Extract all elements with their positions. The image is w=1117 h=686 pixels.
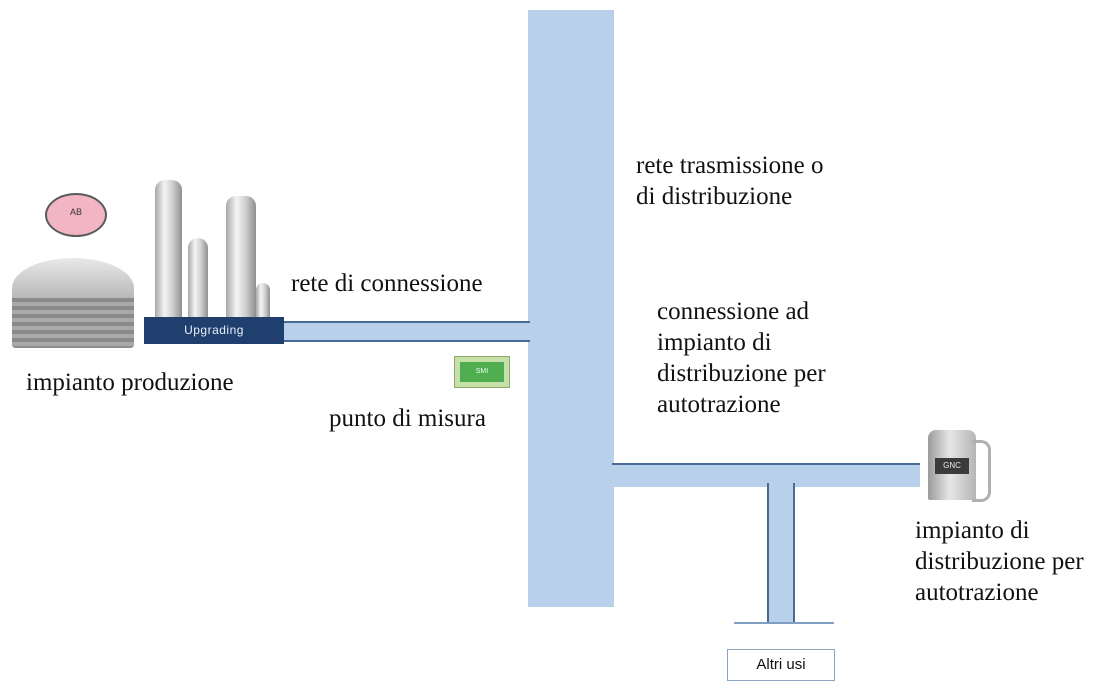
upgrading-tower-icon: [155, 180, 182, 318]
fuel-connection-pipe: [612, 463, 920, 487]
other-uses-box: Altri usi: [727, 649, 835, 681]
digester-base: [12, 298, 134, 346]
biogas-bubble-icon: AB: [45, 193, 107, 237]
gas-meter-icon: SMI: [454, 356, 510, 388]
connection-network-label: rete di connessione: [291, 270, 483, 297]
measuring-point-label: punto di misura: [329, 405, 486, 432]
pump-display: GNC: [935, 458, 969, 474]
upgrading-tower-icon: [188, 238, 208, 318]
transmission-network-pipe: [528, 10, 614, 607]
meter-display: SMI: [460, 362, 504, 382]
fuel-station-label: impianto di distribuzione per autotrazio…: [915, 517, 1084, 606]
fuel-connection-label: connessione ad impianto di distribuzione…: [657, 298, 826, 418]
fuel-hose-icon: [972, 440, 991, 502]
other-uses-pipe: [767, 483, 795, 623]
production-plant-label: impianto produzione: [26, 369, 234, 396]
connection-network-pipe: [284, 321, 530, 342]
upgrading-tower-icon: [256, 283, 270, 318]
upgrading-unit: Upgrading: [144, 317, 284, 344]
upgrading-tower-icon: [226, 196, 256, 318]
transmission-network-label: rete trasmissione o di distribuzione: [636, 152, 824, 210]
other-uses-pipe-cap: [734, 622, 834, 624]
fuel-pump-icon: GNC: [928, 430, 976, 500]
